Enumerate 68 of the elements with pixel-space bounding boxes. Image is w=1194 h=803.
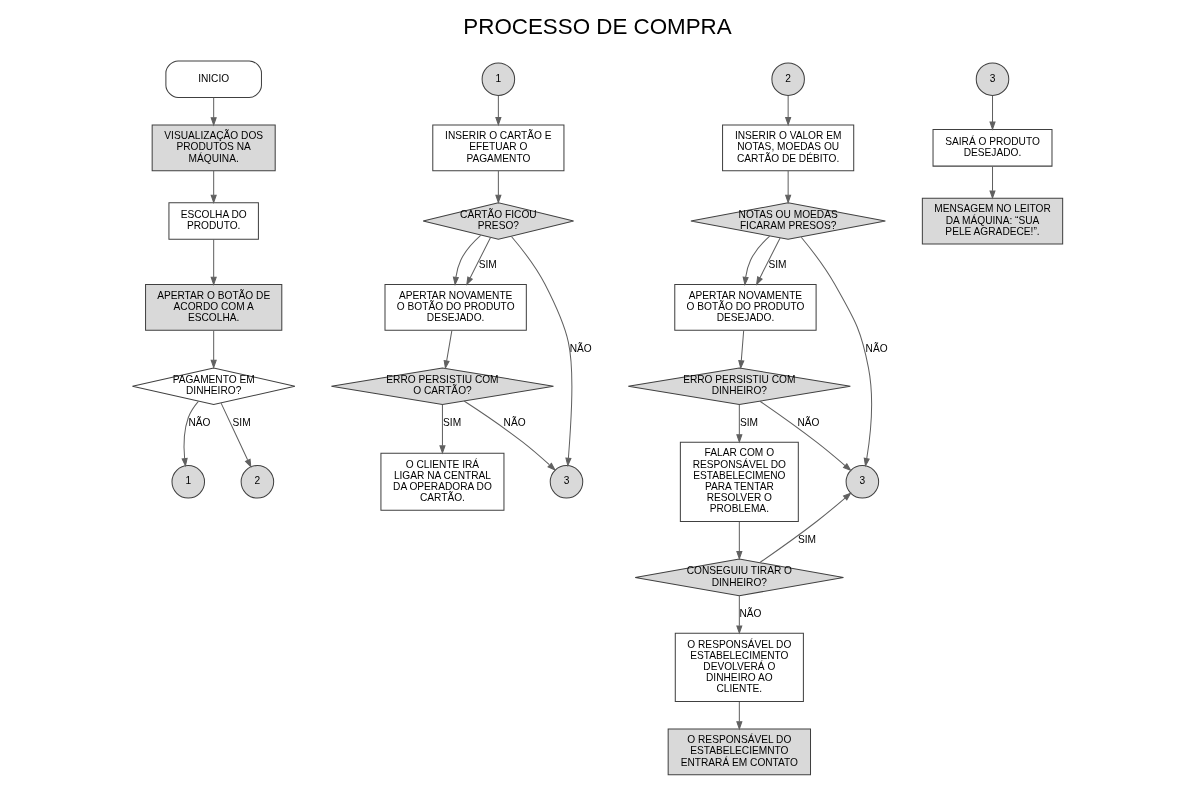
- node-diamond: ERRO PERSISTIU COM DINHEIRO?: [627, 367, 851, 406]
- node-circle: 3: [975, 62, 1009, 96]
- node-circle: 2: [770, 62, 805, 96]
- node-diamond: CARTÃO FICOU PRESO?: [422, 202, 574, 240]
- node-circle: 3: [845, 465, 879, 499]
- arrow: [465, 237, 491, 286]
- node-box: SAIRÁ O PRODUTO DESEJADO.: [932, 129, 1052, 167]
- edge-label: NÃO: [796, 416, 819, 428]
- arrow: [463, 400, 556, 471]
- node-diamond: CONSEGUIU TIRAR O DINHEIRO?: [634, 558, 844, 597]
- arrow: [438, 404, 446, 455]
- node-box: FALAR COM O RESPONSÁVEL DO ESTABELECIMENO PARA TENTAR RESOLVER O PROBLEMA.: [679, 441, 799, 522]
- edge-label: SIM: [442, 416, 461, 428]
- arrow: [209, 330, 217, 369]
- node-circle: 1: [171, 465, 205, 499]
- edge-label: NÃO: [569, 342, 592, 354]
- node-box: VISUALIZAÇÃO DOS PRODUTOS NA MÁQUINA.: [151, 124, 276, 172]
- arrow: [510, 236, 572, 467]
- arrow: [735, 595, 743, 635]
- node-box: APERTAR NOVAMENTE O BOTÃO DO PRODUTO DESEJADO.: [673, 284, 817, 331]
- arrow: [735, 404, 743, 444]
- node-box: MENSAGEM NO LEITOR DA MÁQUINA: “SUA PELE AGRADECE!”.: [921, 197, 1063, 245]
- arrow: [784, 95, 791, 127]
- arrow: [735, 521, 743, 561]
- arrow: [209, 239, 217, 286]
- node-box: O RESPONSÁVEL DO ESTABELECIMENTO DEVOLVERÁ O DINHEIRO AO CLIENTE.: [674, 632, 804, 702]
- node-box: INICIO: [164, 60, 262, 98]
- arrow: [742, 235, 770, 286]
- arrow: [209, 170, 217, 204]
- arrow: [443, 330, 452, 370]
- node-circle: 3: [549, 465, 583, 499]
- edge-label: SIM: [478, 259, 497, 271]
- node-diamond: NOTAS OU MOEDAS FICARAM PRESOS?: [689, 202, 886, 240]
- node-diamond: PAGAMENTO EM DINHEIRO?: [131, 367, 295, 406]
- node-diamond: ERRO PERSISTIU COM O CARTÃO?: [330, 367, 554, 406]
- edge-label: NÃO: [739, 608, 762, 620]
- node-box: INSERIR O CARTÃO E EFETUAR O PAGAMENTO: [431, 124, 564, 172]
- arrow: [452, 234, 481, 286]
- edge-label: NÃO: [187, 416, 210, 428]
- edge-label: SIM: [797, 533, 816, 545]
- arrow: [737, 330, 744, 370]
- arrow: [988, 95, 996, 131]
- arrow: [988, 165, 996, 200]
- node-box: O CLIENTE IRÁ LIGAR NA CENTRAL DA OPERADORA DO CARTÃO.: [379, 452, 504, 511]
- node-box: APERTAR NOVAMENTE O BOTÃO DO PRODUTO DESEJADO.: [384, 284, 527, 331]
- arrow: [494, 95, 502, 127]
- arrow: [494, 170, 502, 204]
- edge-label: NÃO: [503, 416, 526, 428]
- edge-label: SIM: [232, 416, 251, 428]
- arrow: [758, 492, 852, 564]
- edge-label: SIM: [739, 416, 758, 428]
- node-box: O RESPONSÁVEL DO ESTABELECIEMNTO ENTRARÁ EM CONTATO: [667, 728, 811, 776]
- arrow: [209, 97, 217, 127]
- diagram-title: PROCESSO DE COMPRA: [462, 14, 732, 40]
- node-circle: 1: [481, 62, 515, 96]
- arrow: [784, 170, 791, 204]
- edge-label: SIM: [767, 259, 786, 271]
- arrow: [755, 237, 781, 286]
- arrow: [180, 400, 199, 468]
- node-box: INSERIR O VALOR EM NOTAS, MOEDAS OU CARTÃO DE DÉBITO.: [721, 124, 854, 172]
- node-box: ESCOLHA DO PRODUTO.: [167, 202, 259, 240]
- edge-label: NÃO: [865, 342, 888, 354]
- arrow: [800, 236, 872, 468]
- node-box: APERTAR O BOTÃO DE ACORDO COM A ESCOLHA.: [144, 284, 282, 331]
- arrow: [759, 400, 852, 472]
- arrow: [735, 701, 743, 731]
- node-circle: 2: [240, 465, 274, 499]
- arrow: [220, 402, 251, 469]
